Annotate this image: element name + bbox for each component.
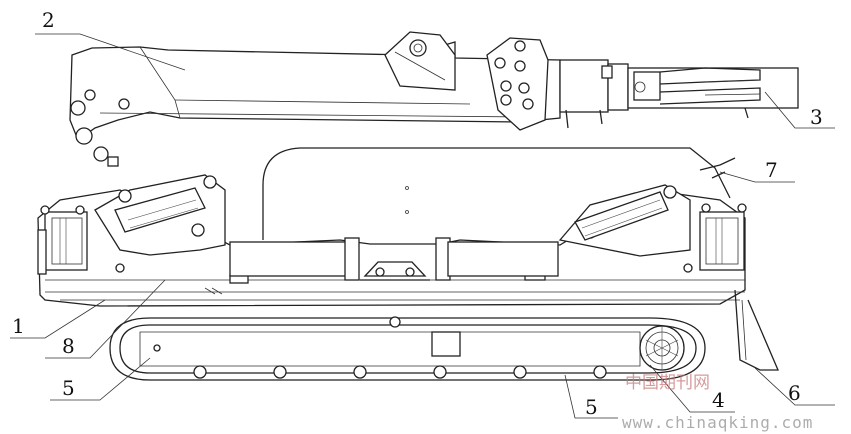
right-housing — [699, 203, 747, 271]
callout-4: 4 — [712, 388, 725, 412]
right-lift-arm — [558, 184, 691, 257]
callout-5-right: 5 — [585, 395, 598, 419]
callout-8: 8 — [62, 334, 75, 358]
drive-sprocket — [639, 325, 685, 371]
callout-7: 7 — [765, 158, 778, 182]
boom-arm — [69, 31, 561, 167]
callout-1: 1 — [12, 314, 25, 338]
callout-3: 3 — [810, 105, 823, 129]
boom-extension — [559, 59, 799, 129]
callout-6: 6 — [788, 381, 801, 405]
callout-2: 2 — [42, 8, 55, 32]
left-housing — [37, 205, 88, 275]
support-leg — [734, 289, 779, 371]
track-rollers — [193, 365, 607, 379]
left-lift-arm — [94, 174, 226, 256]
callout-5-left: 5 — [62, 376, 75, 400]
watermark-cn: 中国期刊网 — [625, 373, 710, 393]
boom-bracket — [486, 37, 549, 131]
crawler-track — [109, 316, 706, 381]
watermark-url: www.chinaqking.com — [622, 413, 813, 432]
central-cylinders — [229, 237, 559, 281]
callout-leaders — [10, 33, 835, 419]
